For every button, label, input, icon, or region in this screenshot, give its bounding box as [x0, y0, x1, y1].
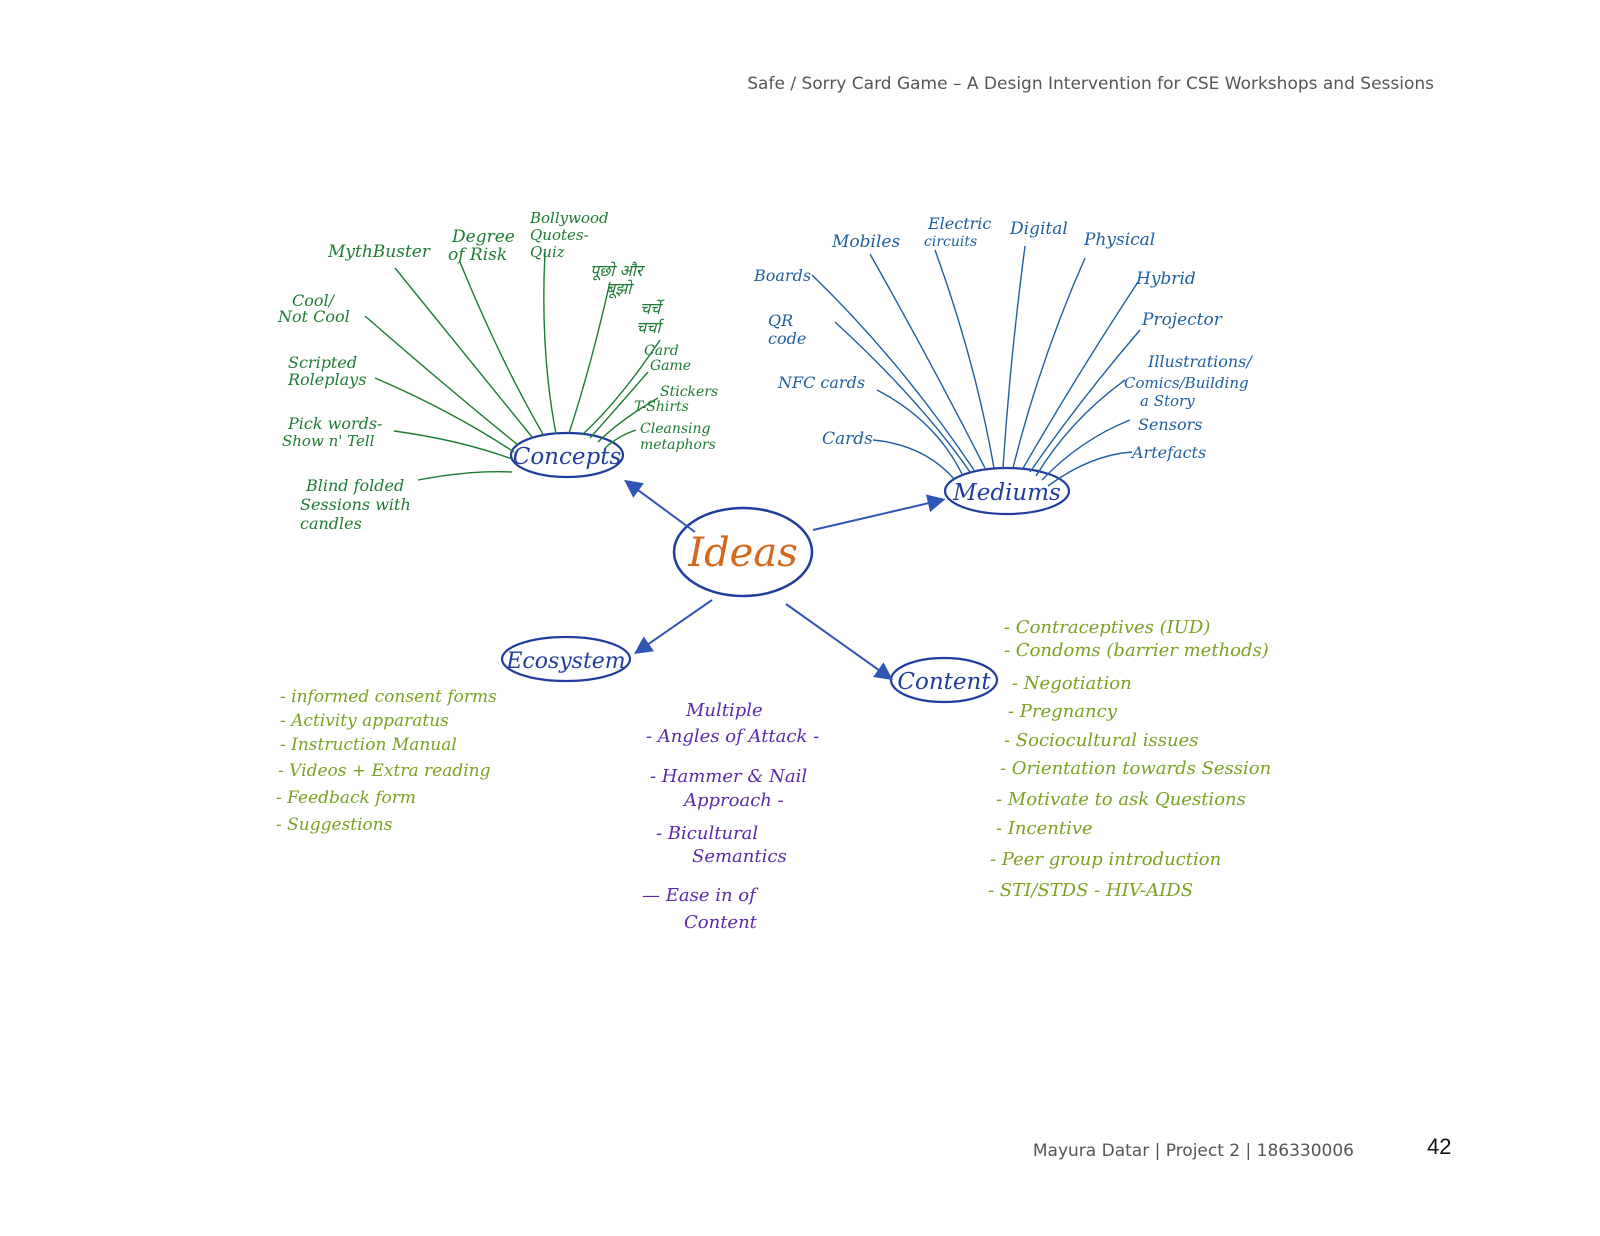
ecosystem-item: - Suggestions: [276, 815, 393, 835]
concept-scripted: Scripted: [288, 353, 357, 372]
content-item: - STI/STDS - HIV-AIDS: [988, 880, 1193, 901]
concept-hindi-1a: पूछो और: [590, 261, 646, 281]
content-item: - Pregnancy: [1008, 701, 1118, 722]
concepts-node: [509, 431, 625, 479]
concept-sessions-with: Sessions with: [300, 495, 411, 514]
concept-cleansing: Cleansing: [640, 421, 711, 437]
center-note: - Bicultural: [656, 823, 758, 844]
content-item: - Peer group introduction: [990, 849, 1221, 870]
concept-show-n-tell: Show n' Tell: [282, 432, 375, 450]
content-label: Content: [897, 669, 991, 695]
arrow-to-mediums: [812, 494, 946, 531]
ecosystem-label: Ecosystem: [505, 649, 625, 674]
concept-bollywood: Bollywood: [529, 209, 609, 227]
content-item: - Incentive: [996, 818, 1093, 839]
medium-artefacts: Artefacts: [1130, 443, 1206, 462]
content-item: - Negotiation: [1012, 673, 1132, 694]
concept-roleplays: Roleplays: [287, 370, 366, 389]
ecosystem-item: - informed consent forms: [280, 687, 497, 707]
medium-hybrid: Hybrid: [1135, 269, 1196, 289]
medium-qr: QR: [768, 311, 793, 330]
concepts-label: Concepts: [513, 444, 622, 470]
center-note: Content: [684, 912, 758, 933]
page-number: 42: [1427, 1134, 1452, 1159]
concept-candles: candles: [300, 514, 362, 533]
center-note: Multiple: [685, 700, 763, 721]
medium-circuits: circuits: [924, 234, 977, 250]
concept-card: Card: [644, 343, 679, 359]
footer-author-info: Mayura Datar | Project 2 | 186330006: [1032, 1141, 1354, 1161]
medium-digital: Digital: [1009, 219, 1068, 239]
content-item: - Orientation towards Session: [1000, 758, 1271, 779]
ecosystem-item: - Videos + Extra reading: [278, 761, 491, 781]
concept-tshirts: T-Shirts: [634, 399, 689, 415]
medium-sensors: Sensors: [1138, 415, 1202, 434]
center-arrows: [624, 479, 946, 681]
medium-nfc-cards: NFC cards: [777, 373, 865, 392]
concept-hindi-2b: चर्चा: [636, 318, 664, 337]
concept-degree: Degree: [451, 227, 515, 247]
mediums-label: Mediums: [952, 480, 1061, 506]
concept-blind-folded: Blind folded: [305, 476, 404, 495]
concept-mythbuster: MythBuster: [327, 242, 431, 262]
concept-game: Game: [650, 358, 691, 374]
concept-not-cool: Not Cool: [277, 307, 350, 326]
concept-of-risk: of Risk: [448, 245, 507, 265]
arrow-to-content: [785, 603, 893, 681]
medium-code: code: [768, 329, 806, 348]
medium-electric: Electric: [927, 214, 991, 233]
medium-mobiles: Mobiles: [831, 232, 900, 252]
concepts-branches: [364, 251, 661, 481]
medium-cards: Cards: [822, 429, 873, 449]
center-label: Ideas: [687, 530, 797, 576]
concept-hindi-2a: चर्चे: [640, 299, 665, 318]
mediums-node: [943, 466, 1071, 516]
content-item: - Contraceptives (IUD): [1004, 617, 1210, 638]
ecosystem-item: - Feedback form: [276, 788, 416, 808]
concept-pick-words: Pick words-: [287, 414, 382, 433]
content-item: - Sociocultural issues: [1004, 730, 1198, 751]
center-note: — Ease in of: [642, 885, 759, 906]
center-note: Semantics: [692, 846, 787, 867]
medium-projector: Projector: [1141, 310, 1223, 330]
concept-quiz: Quiz: [530, 243, 565, 261]
concept-quotes: Quotes-: [530, 226, 589, 244]
concept-stickers: Stickers: [660, 384, 718, 400]
mediums-branches: [811, 245, 1141, 487]
concept-cool: Cool/: [292, 291, 336, 310]
center-node: [672, 506, 814, 598]
ecosystem-item: - Instruction Manual: [280, 735, 457, 755]
medium-illustrations: Illustrations/: [1147, 352, 1253, 371]
content-item: - Condoms (barrier methods): [1004, 640, 1269, 661]
medium-boards: Boards: [753, 266, 811, 285]
concept-metaphors: metaphors: [640, 437, 716, 453]
arrow-to-ecosystem: [634, 599, 713, 655]
ecosystem-item: - Activity apparatus: [280, 711, 449, 731]
ecosystem-node: [500, 635, 632, 683]
running-header: Safe / Sorry Card Game – A Design Interv…: [747, 74, 1434, 94]
medium-comics: Comics/Building: [1124, 374, 1249, 392]
content-item: - Motivate to ask Questions: [996, 789, 1246, 810]
concept-hindi-1b: बूझो: [606, 279, 634, 299]
center-note: - Hammer & Nail: [650, 766, 807, 787]
center-note: Approach -: [682, 790, 784, 811]
center-note: - Angles of Attack -: [646, 726, 819, 747]
arrow-to-concepts: [624, 479, 696, 533]
medium-a-story: a Story: [1140, 392, 1195, 410]
medium-physical: Physical: [1083, 230, 1155, 250]
